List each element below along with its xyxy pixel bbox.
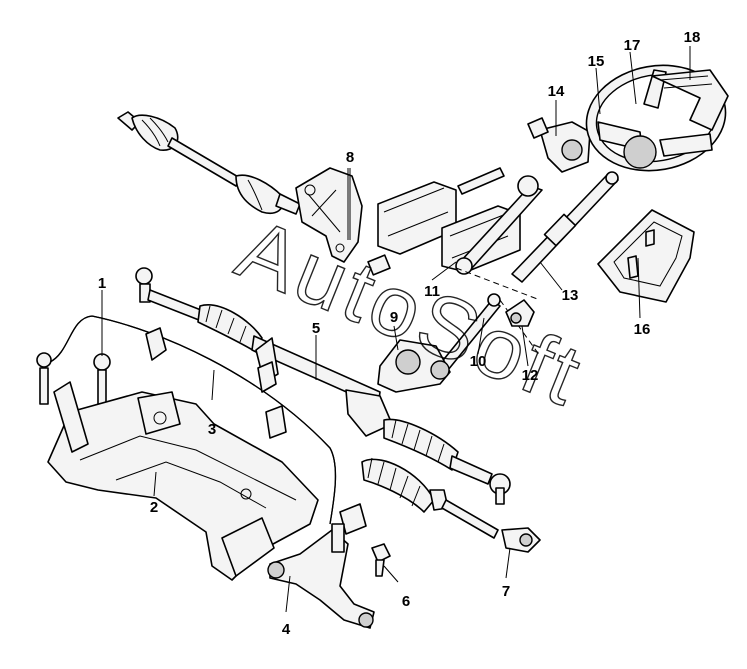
column-coupling (377, 293, 535, 393)
callout-14: 14 (548, 83, 565, 100)
callout-11: 11 (424, 283, 440, 300)
callout-labels: 1 2 3 4 5 6 7 8 9 10 11 12 13 14 15 16 1… (98, 29, 701, 638)
callout-12: 12 (522, 367, 539, 384)
callout-18: 18 (684, 29, 701, 46)
column-clamp (527, 117, 591, 173)
ball-joint-bolt (371, 543, 391, 577)
steering-wheel (585, 64, 729, 172)
rack-boot (361, 457, 435, 513)
callout-15: 15 (588, 53, 605, 70)
callout-7: 7 (502, 583, 510, 600)
intermediate-shaft (511, 171, 619, 283)
bushing (36, 352, 111, 405)
callout-8: 8 (346, 149, 354, 166)
callout-10: 10 (470, 353, 487, 370)
tie-rod (429, 489, 541, 553)
callout-4: 4 (282, 621, 291, 638)
mounting-bracket (295, 167, 363, 263)
steering-column-housing (367, 167, 543, 276)
callout-16: 16 (634, 321, 651, 338)
lower-control-arm (267, 503, 375, 629)
callout-6: 6 (402, 593, 410, 610)
callout-1: 1 (98, 275, 106, 292)
leader-lines (101, 46, 691, 613)
stabilizer-bar (49, 315, 337, 525)
callout-13: 13 (562, 287, 579, 304)
callout-2: 2 (150, 499, 158, 516)
callout-3: 3 (208, 421, 216, 438)
drive-shaft (117, 111, 301, 215)
callout-17: 17 (624, 37, 641, 54)
callout-9: 9 (390, 309, 398, 326)
trim-panel (597, 209, 695, 303)
subframe (47, 381, 319, 581)
callout-5: 5 (312, 320, 320, 337)
